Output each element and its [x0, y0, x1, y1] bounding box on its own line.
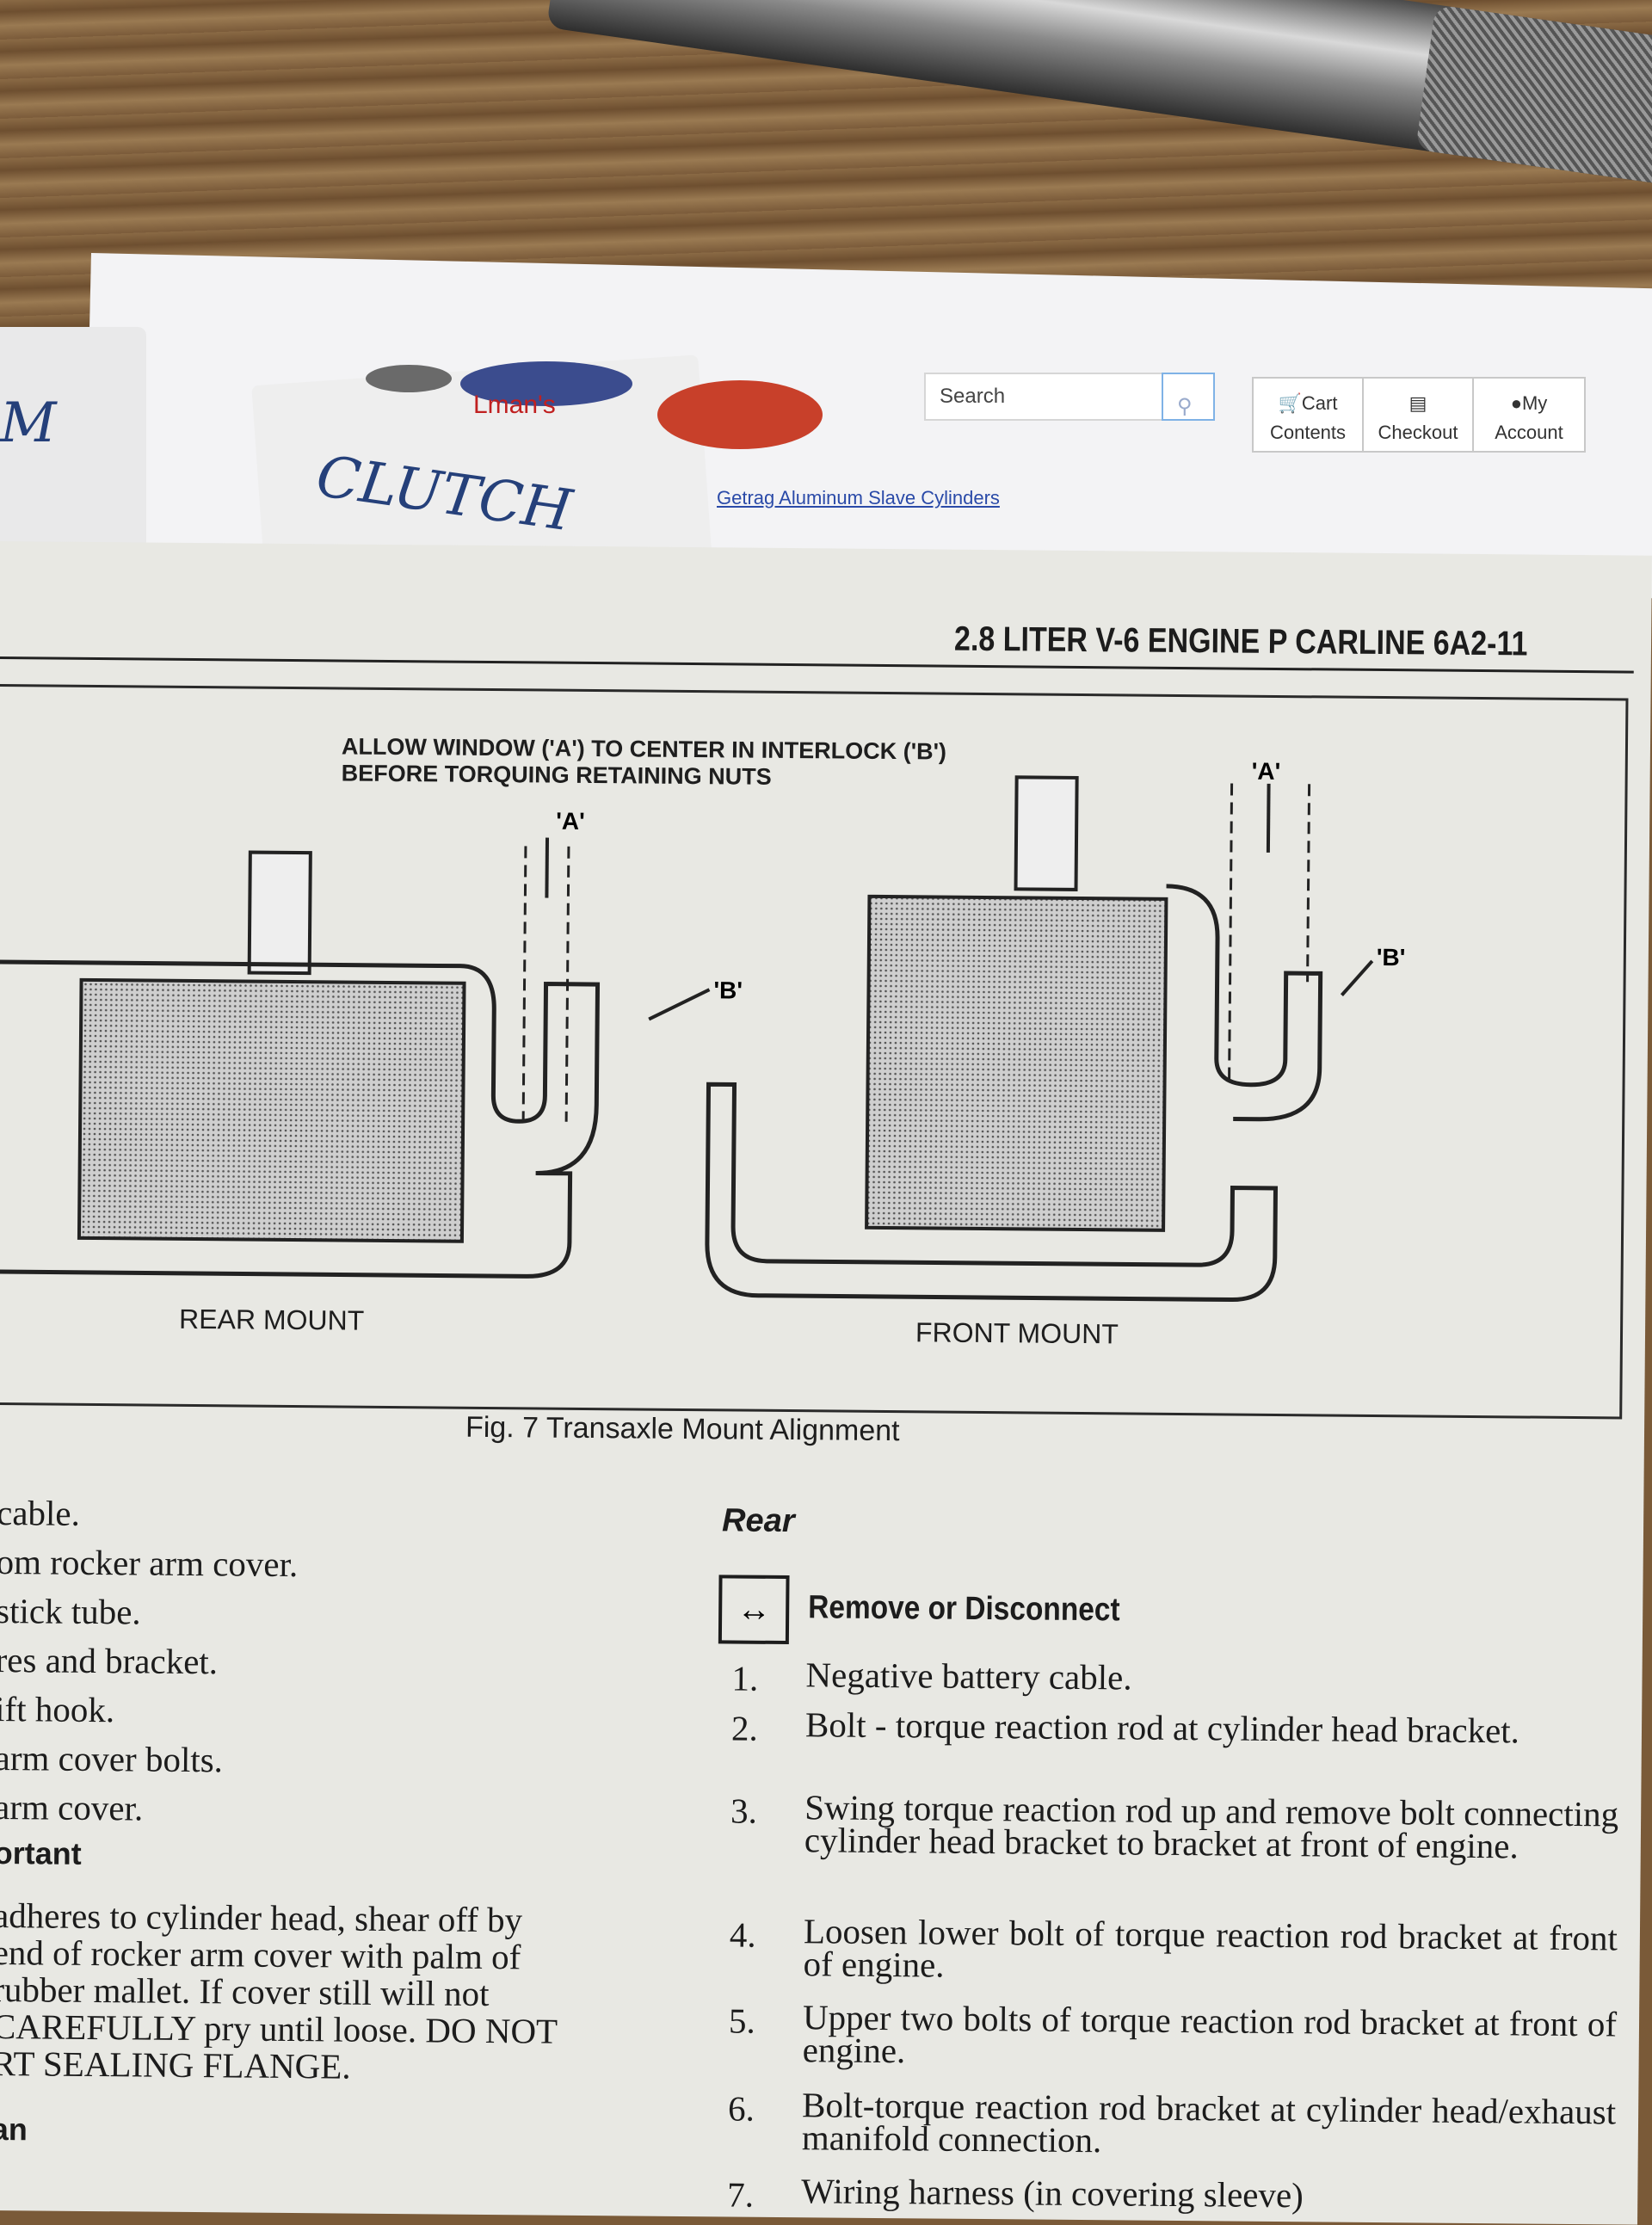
important-paragraph: adheres to cylinder head, shear off by e…	[0, 1895, 647, 2088]
step-text: Loosen lower bolt of torque reaction rod…	[803, 1911, 1618, 1985]
step-number: 5.	[728, 2000, 755, 2041]
search-icon: ⚲	[1177, 395, 1193, 418]
text-line: arm cover bolts.	[0, 1737, 224, 1780]
getrag-slave-cylinders-link[interactable]: Getrag Aluminum Slave Cylinders	[717, 487, 1000, 508]
paper-note	[0, 327, 146, 551]
text-line: RT SEALING FLANGE.	[0, 2043, 351, 2086]
remove-disconnect-title: Remove or Disconnect	[808, 1589, 1120, 1629]
text-line: ift hook.	[0, 1689, 115, 1730]
nav-label: Contents	[1269, 422, 1347, 443]
logo-text: Lman's	[473, 391, 556, 419]
step-text: Bolt - torque reaction rod at cylinder h…	[804, 1704, 1520, 1751]
list-item: 5. Upper two bolts of torque reaction rod…	[729, 1997, 1617, 2070]
page-header: 2.8 LITER V-6 ENGINE P CARLINE 6A2-11	[953, 619, 1528, 663]
step-number: 7.	[727, 2174, 755, 2215]
step-number: 2.	[730, 1708, 758, 1748]
nav-label: My	[1521, 392, 1548, 414]
text-line: cable.	[0, 1493, 81, 1533]
front-label-a: 'A'	[1252, 758, 1281, 785]
search-input[interactable]: Search ⚲	[924, 373, 1215, 421]
step-text: Bolt-torque reaction rod bracket at cyli…	[801, 2085, 1617, 2160]
step-number: 1.	[731, 1658, 759, 1698]
handwritten-m: M	[0, 391, 57, 455]
instruction-line-1: ALLOW WINDOW ('A') TO CENTER IN INTERLOC…	[342, 733, 946, 764]
gray-car	[366, 365, 452, 392]
cart-icon: 🛒	[1278, 392, 1302, 414]
user-icon: ●	[1510, 392, 1522, 414]
list-item: 7. Wiring harness (in covering sleeve)	[727, 2171, 1615, 2215]
instruction-line-2: BEFORE TORQUING RETAINING NUTS	[342, 760, 772, 789]
search-button[interactable]: ⚲	[1162, 373, 1215, 421]
text-line: res and bracket.	[0, 1640, 219, 1682]
red-car	[657, 380, 823, 449]
rear-label-a: 'A'	[556, 808, 585, 835]
section-heading: an	[0, 2111, 28, 2148]
text-line: arm cover.	[0, 1786, 144, 1828]
manual-page: 2.8 LITER V-6 ENGINE P CARLINE 6A2-11 AL…	[0, 541, 1652, 2225]
list-item: 3. Swing torque reaction rod up and remov…	[730, 1787, 1618, 1865]
figure-frame: ALLOW WINDOW ('A') TO CENTER IN INTERLOC…	[0, 683, 1629, 1420]
step-text: Negative battery cable.	[805, 1655, 1132, 1698]
step-text: Swing torque reaction rod up and remove …	[804, 1787, 1619, 1866]
step-text: Wiring harness (in covering sleeve)	[801, 2171, 1304, 2216]
list-item: 6. Bolt-torque reaction rod bracket at cy…	[728, 2085, 1616, 2160]
front-mount-label: FRONT MOUNT	[915, 1316, 1119, 1349]
rear-mount-label: REAR MOUNT	[179, 1304, 364, 1336]
transaxle-mount-diagram: ALLOW WINDOW ('A') TO CENTER IN INTERLOC…	[0, 733, 1406, 1349]
step-text: Upper two bolts of torque reaction rod b…	[802, 1997, 1618, 2071]
steps-list: 1. Negative battery cable. 2. Bolt - torqu…	[727, 1655, 1620, 2215]
list-item: 1. Negative battery cable.	[731, 1655, 1620, 1698]
credit-card-icon: ▤	[1409, 392, 1427, 414]
front-label-b: 'B'	[1377, 944, 1406, 971]
double-arrow-icon: ↔	[718, 1575, 790, 1645]
text-line: stick tube.	[0, 1591, 141, 1632]
step-number: 6.	[727, 2088, 755, 2129]
text-line: om rocker arm cover.	[0, 1542, 299, 1585]
car-logo-image: Lman's	[366, 361, 823, 449]
rear-label-b: 'B'	[713, 977, 743, 1003]
nav-label: Cart	[1301, 392, 1338, 414]
left-column: cable. om rocker arm cover. stick tube. …	[0, 1492, 650, 2166]
front-mount-drawing: 'A' 'B' FRONT MOUNT	[705, 758, 1406, 1349]
nav-label: Account	[1495, 422, 1563, 443]
step-number: 3.	[730, 1790, 758, 1831]
list-item: 2. Bolt - torque reaction rod at cylinder…	[731, 1704, 1619, 1750]
step-number: 4.	[729, 1914, 756, 1955]
search-placeholder: Search	[940, 385, 1006, 408]
section-rear: Rear	[721, 1502, 795, 1540]
figure-caption: Fig. 7 Transaxle Mount Alignment	[465, 1410, 900, 1448]
important-heading: ortant	[0, 1834, 82, 1871]
checkout-button[interactable]: ▤ Checkout	[1364, 379, 1474, 451]
blue-car	[460, 361, 632, 406]
list-item: 4. Loosen lower bolt of torque reaction r…	[730, 1911, 1618, 1984]
nav-label: Checkout	[1378, 422, 1458, 443]
rear-mount-drawing: 'A' 'B' REAR MOUNT	[0, 808, 743, 1336]
